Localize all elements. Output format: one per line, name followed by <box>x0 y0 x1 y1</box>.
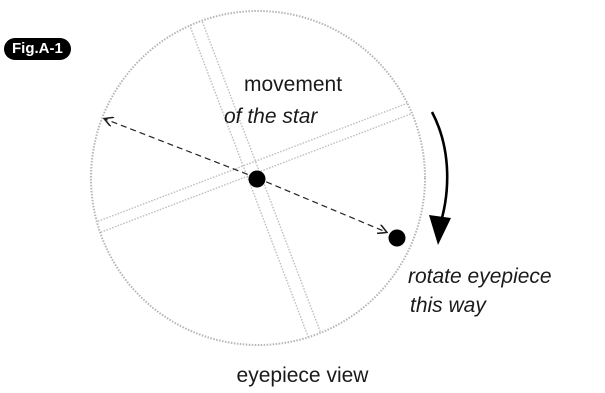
rotate-arrowhead-icon <box>429 215 451 245</box>
rotate-direction-arrow <box>430 111 449 229</box>
star-movement-arrow-right <box>256 177 386 232</box>
star-edge <box>388 229 406 247</box>
of-the-star-label: of the star <box>224 105 318 128</box>
star-movement-arrow <box>105 119 258 179</box>
star-center <box>248 170 266 188</box>
figure-caption: eyepiece view <box>236 364 369 387</box>
movement-label: movement <box>244 73 343 96</box>
rotate-eyepiece-label: rotate eyepiece <box>408 265 552 288</box>
this-way-label: this way <box>410 294 486 317</box>
figure-badge: Fig.A-1 <box>4 38 71 60</box>
